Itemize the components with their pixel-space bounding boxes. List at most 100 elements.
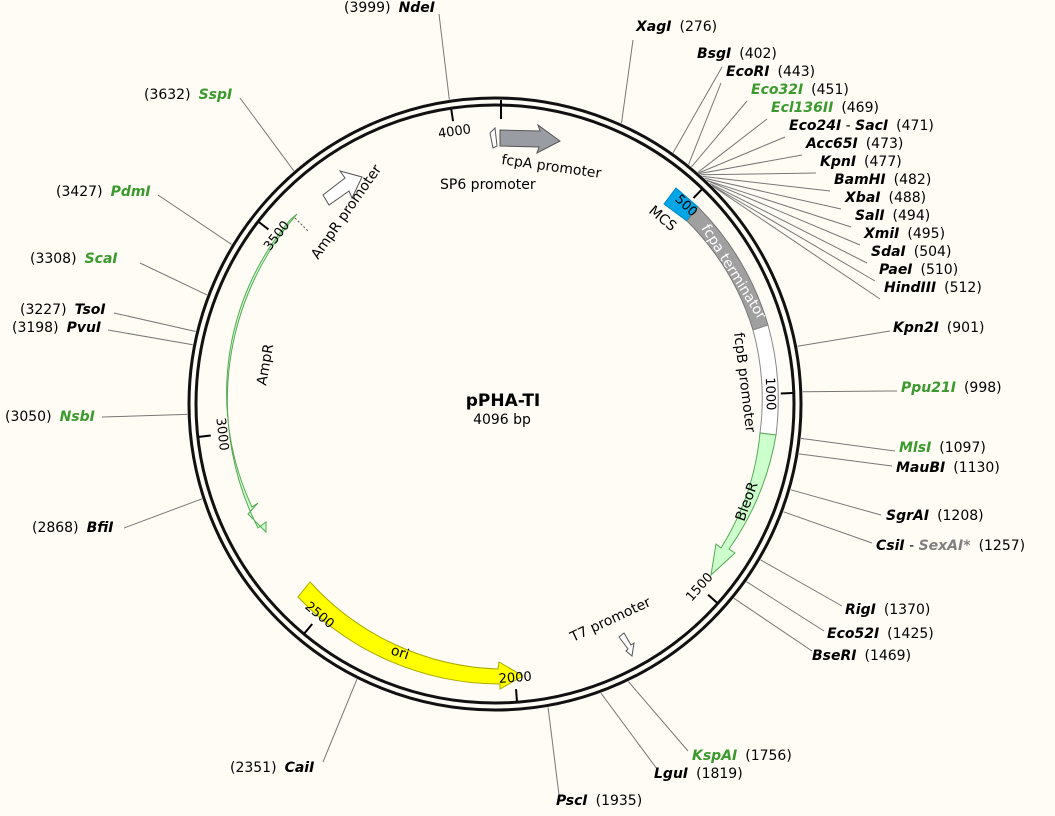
site-leader-line: [547, 707, 560, 796]
site-label-tsoi[interactable]: (3227)TsoI: [20, 302, 106, 318]
site-label-bsgi[interactable]: BsgI(402): [697, 46, 777, 62]
site-label-bamhi[interactable]: BamHI(482): [834, 172, 931, 188]
backbone-outer: [187, 96, 803, 712]
site-leader-line: [123, 498, 203, 529]
bp-tick-label: 2000: [498, 670, 532, 687]
bp-tick-label: 1500: [683, 570, 716, 605]
fcpa-terminator-label: fcpa terminator: [698, 222, 769, 323]
site-leader-line: [101, 413, 188, 418]
site-label-sdai[interactable]: SdaI(504): [871, 244, 951, 260]
bp-tick: [707, 594, 718, 604]
bp-tick-label: 3000: [212, 417, 231, 452]
site-position: (3308): [30, 251, 77, 267]
site-label-mlsi[interactable]: MlsI(1097): [899, 440, 986, 456]
site-leader-line: [139, 262, 208, 296]
site-enzyme: NsbI: [60, 409, 95, 425]
ori-feature[interactable]: [297, 581, 525, 690]
site-enzyme: TsoI: [75, 302, 106, 318]
site-label-caii[interactable]: (2351)CaiI: [230, 760, 314, 776]
site-label-psci[interactable]: PscI(1935): [556, 793, 642, 809]
site-label-sali[interactable]: SalI(494): [855, 208, 930, 224]
site-enzyme: Kpn2I: [893, 320, 939, 336]
site-label-hindiii[interactable]: HindIII(512): [884, 280, 982, 296]
site-label-sspi[interactable]: (3632)SspI: [144, 87, 232, 103]
site-label-scai[interactable]: (3308) ScaI: [30, 251, 118, 267]
site-label-xmii[interactable]: XmiI(495): [863, 226, 945, 242]
site-enzyme: Eco52I: [827, 626, 879, 642]
site-label-ppu21i[interactable]: Ppu21I (998): [901, 380, 1002, 396]
site-position: (1469): [865, 648, 912, 664]
plasmid-name: pPHA-TI: [466, 391, 541, 411]
site-label-pvui[interactable]: (3198) PvuI: [12, 320, 101, 336]
t7-promoter-label: T7 promoter: [567, 594, 654, 646]
fcpa-promoter-feature[interactable]: [499, 123, 561, 155]
site-leader-line: [697, 118, 768, 173]
site-label-kpn2i[interactable]: Kpn2I (901): [893, 320, 984, 336]
site-enzyme: Ppu21I: [901, 380, 956, 396]
site-label-xagi[interactable]: XagI(276): [635, 19, 717, 35]
site-label-pdmi[interactable]: (3427)PdmI: [56, 184, 151, 200]
site-label-ecori[interactable]: EcoRI(443): [726, 64, 815, 80]
site-label-kspai[interactable]: KspAI (1756): [692, 748, 792, 764]
fcpb-promoter-label: fcpB promoter: [730, 332, 758, 434]
site-label-csii[interactable]: CsiI - SexAI*(1257): [876, 538, 1025, 554]
site-label-eco32i[interactable]: Eco32I(451): [751, 82, 849, 98]
site-label-acc65i[interactable]: Acc65I(473): [805, 136, 903, 152]
bp-tick: [450, 109, 455, 122]
site-enzyme: MauBI: [896, 460, 945, 476]
site-label-paei[interactable]: PaeI(510): [879, 262, 958, 278]
site-position: (998): [964, 380, 1002, 396]
site-label-ecl136ii[interactable]: Ecl136II(469): [771, 100, 879, 116]
site-label-eco52i[interactable]: Eco52I(1425): [827, 626, 934, 642]
bleor-feature[interactable]: [710, 432, 777, 577]
site-position: (494): [893, 208, 931, 224]
site-enzyme: SspI: [199, 87, 233, 103]
site-position: (504): [914, 244, 952, 260]
site-enzyme: PvuI: [67, 320, 102, 336]
site-leader-line: [691, 100, 748, 168]
site-position: (3198): [12, 320, 59, 336]
site-position: (3999): [344, 0, 391, 16]
site-enzyme: PdmI: [111, 184, 151, 200]
site-label-sgrai[interactable]: SgrAI(1208): [886, 508, 984, 524]
site-enzyme: PaeI: [879, 262, 913, 278]
site-leader-line: [790, 489, 882, 516]
site-label-layer: XagI(276)BsgI(402)EcoRI(443)Eco32I(451)E…: [5, 0, 1025, 809]
site-label-bseri[interactable]: BseRI (1469): [812, 648, 911, 664]
ampr-feature[interactable]: [226, 213, 298, 534]
site-label-nsbi[interactable]: (3050)NsbI: [5, 409, 95, 425]
site-enzyme: Ecl136II: [771, 100, 833, 116]
t7-promoter-feature[interactable]: [618, 632, 635, 657]
site-label-lgui[interactable]: LguI(1819): [654, 766, 743, 782]
site-enzyme: BseRI: [812, 648, 857, 664]
site-enzyme: XbaI: [844, 190, 880, 206]
site-leader-line: [239, 97, 295, 172]
ampr-promoter-feature[interactable]: [322, 170, 363, 206]
site-enzyme: KspAI: [692, 748, 737, 764]
site-label-ndei[interactable]: (3999)NdeI: [344, 0, 435, 16]
site-label-rigi[interactable]: RigI(1370): [845, 602, 930, 618]
site-position: (482): [894, 172, 932, 188]
site-label-bfii[interactable]: (2868)BfiI: [32, 520, 113, 536]
site-leader-line: [322, 679, 358, 763]
sp6-promoter-label: SP6 promoter: [440, 177, 536, 193]
site-label-xbai[interactable]: XbaI(488): [844, 190, 926, 206]
bleor-label: BleoR: [733, 480, 762, 524]
site-position: (402): [739, 46, 777, 62]
site-label-eco24i[interactable]: Eco24I - SacI(471): [789, 118, 934, 134]
site-leader-line: [157, 194, 232, 245]
site-position: (1756): [745, 748, 792, 764]
site-enzyme: Eco32I: [751, 82, 803, 98]
sp6-promoter-feature[interactable]: [489, 126, 498, 149]
site-label-kpni[interactable]: KpnI(477): [820, 154, 902, 170]
bp-tick: [515, 689, 518, 702]
site-label-maubi[interactable]: MauBI(1130): [896, 460, 1000, 476]
site-position: (901): [947, 320, 985, 336]
site-enzyme: SgrAI: [886, 508, 929, 524]
site-enzyme: PscI: [556, 793, 588, 809]
bp-tick-label: 4000: [437, 122, 472, 142]
site-leader-line: [711, 185, 876, 282]
site-position: (1097): [939, 440, 986, 456]
site-enzyme: ScaI: [85, 251, 118, 267]
